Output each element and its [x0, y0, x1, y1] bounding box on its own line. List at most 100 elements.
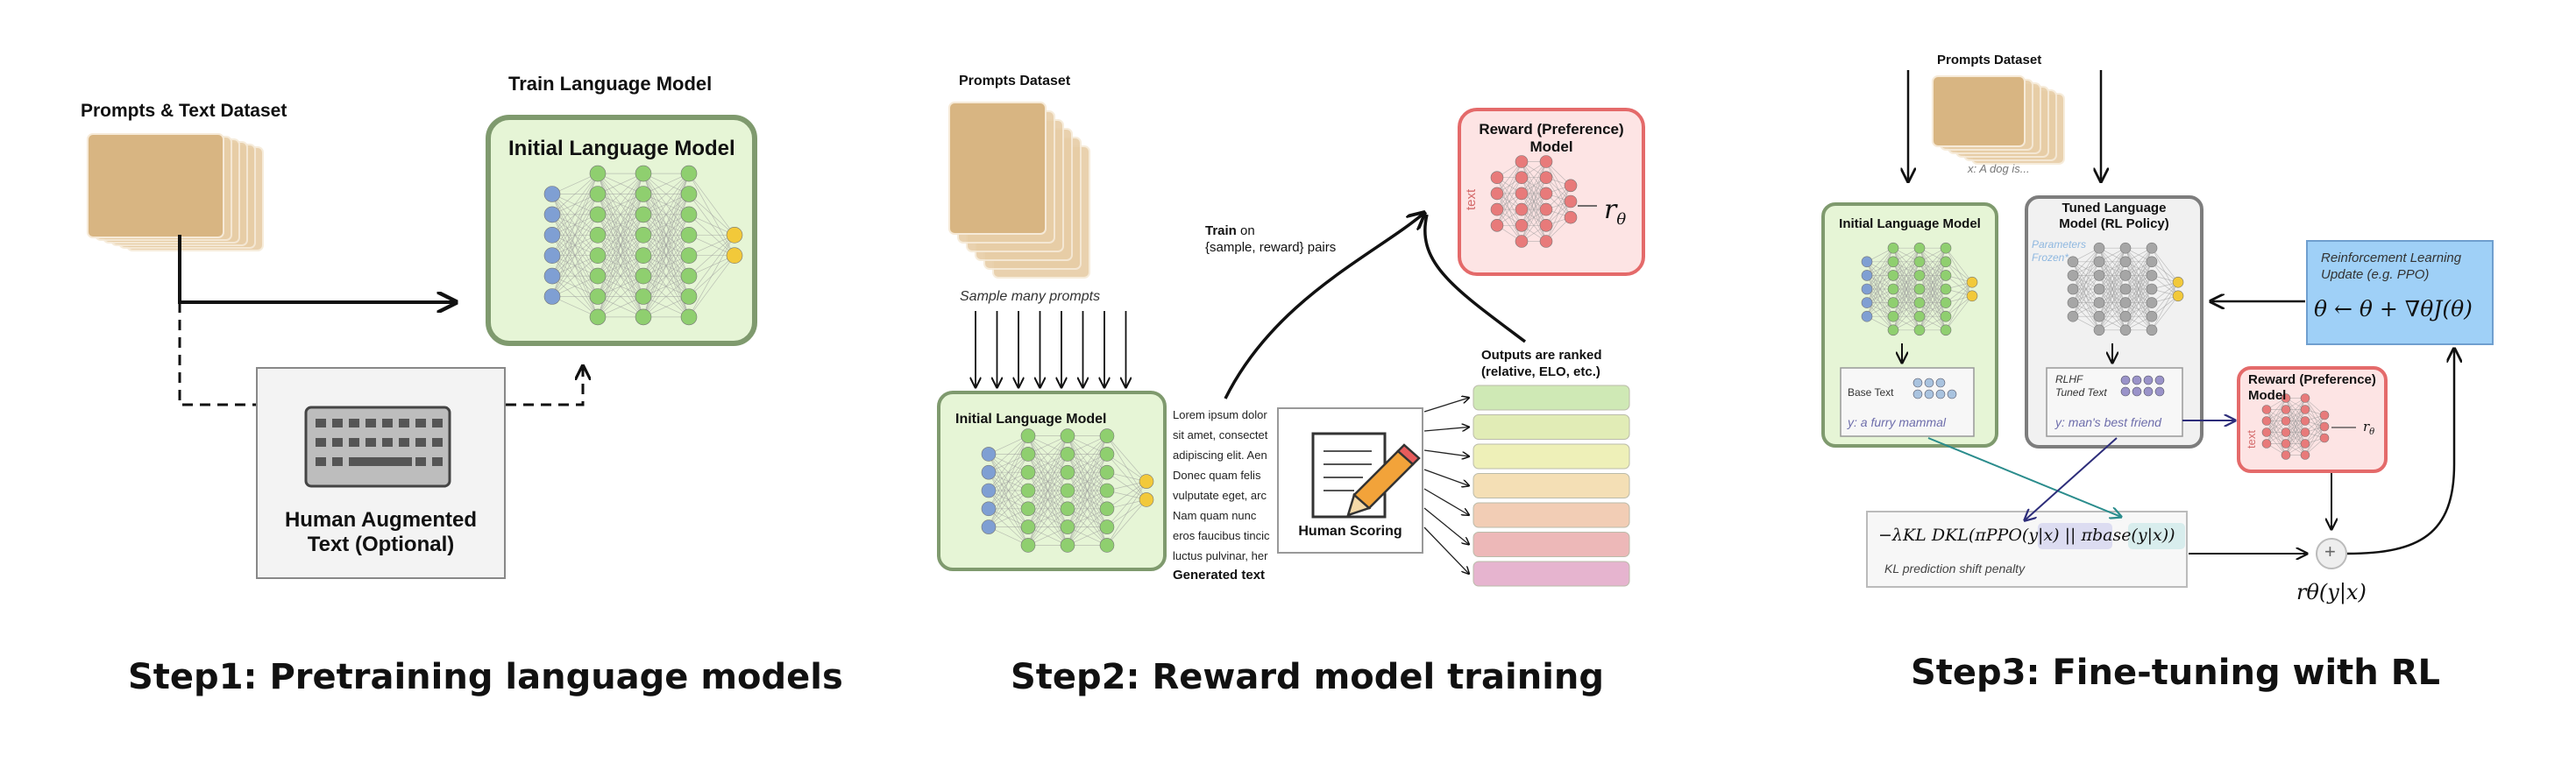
- key: [349, 419, 359, 427]
- net-edge: [1866, 247, 1894, 276]
- step2-ranked-label-1: Outputs are ranked: [1481, 348, 1602, 363]
- net-node: [635, 226, 652, 244]
- net-edge: [2285, 420, 2306, 456]
- kl-ppo-highlight: [2038, 523, 2112, 549]
- net-edge: [2266, 398, 2287, 421]
- step2-r-theta: rθ: [1604, 194, 1626, 229]
- net-node: [2067, 270, 2079, 281]
- net-node: [589, 267, 607, 285]
- key: [415, 457, 426, 466]
- net-node: [1887, 270, 1899, 281]
- net-node: [1861, 283, 1873, 295]
- net-node: [1099, 501, 1115, 517]
- net-edge: [1866, 248, 1894, 290]
- net-node: [1940, 283, 1952, 295]
- net-edge: [642, 173, 690, 194]
- net-node: [2319, 421, 2330, 432]
- token-dot: [2143, 386, 2154, 397]
- net-node: [635, 165, 652, 182]
- net-edge: [551, 194, 599, 297]
- net-edge: [2266, 409, 2287, 444]
- net-edge: [1027, 472, 1068, 546]
- step3-kl-penalty: KL prediction shift penalty: [1884, 562, 2026, 576]
- ranked-output: [1473, 473, 1630, 498]
- step3-text-axis: text: [2245, 430, 2258, 449]
- net-edge: [1027, 508, 1068, 546]
- net-edge: [688, 194, 735, 236]
- net-edge: [551, 214, 599, 297]
- key: [332, 419, 343, 427]
- net-edge: [1027, 435, 1068, 509]
- net-edge: [688, 214, 735, 236]
- net-node: [2119, 310, 2132, 322]
- net-node: [1060, 447, 1075, 462]
- net-node: [1887, 310, 1899, 322]
- net-node: [2300, 450, 2310, 460]
- net-edge: [1106, 454, 1147, 482]
- step3-r-theta: rθ: [2363, 419, 2374, 437]
- step3-rl-update-label-2: Update (e.g. PPO): [2321, 267, 2430, 282]
- net-node: [981, 464, 997, 480]
- dataset-card: [87, 133, 224, 238]
- net-edge: [1027, 435, 1068, 473]
- net-node: [2261, 439, 2272, 449]
- net-edge: [1892, 247, 1920, 276]
- net-node: [1139, 492, 1154, 507]
- net-edge: [2072, 248, 2100, 303]
- net-node: [1913, 283, 1926, 295]
- net-node: [1539, 187, 1553, 201]
- key: [332, 457, 343, 466]
- net-edge: [2285, 398, 2306, 421]
- net-edge: [2151, 261, 2179, 283]
- ranked-output: [1473, 385, 1630, 411]
- ranked-output: [1473, 561, 1630, 587]
- net-node: [2119, 256, 2132, 268]
- net-edge: [642, 235, 690, 318]
- net-node: [2093, 270, 2105, 281]
- net-node: [1020, 483, 1036, 498]
- net-edge: [1067, 490, 1108, 546]
- net-node: [1913, 324, 1926, 336]
- net-node: [1099, 464, 1115, 480]
- key: [432, 419, 443, 427]
- net-edge: [1521, 161, 1547, 194]
- key: [316, 457, 326, 466]
- step3-rl-update-box: [2306, 240, 2494, 345]
- net-node: [1861, 256, 1873, 268]
- step1-train-label: Train Language Model: [508, 73, 713, 95]
- net-edge: [551, 173, 599, 256]
- net-node: [543, 288, 561, 305]
- step3-base-text-label: Base Text: [1848, 386, 1894, 399]
- net-node: [2093, 242, 2105, 254]
- net-node: [589, 186, 607, 202]
- net-edge: [642, 173, 690, 277]
- net-node: [1515, 218, 1529, 232]
- net-edge: [2151, 281, 2179, 303]
- net-node: [1020, 464, 1036, 480]
- fan-arrow: [1423, 449, 1469, 456]
- keyboard-icon: [304, 406, 451, 488]
- net-edge: [1067, 435, 1108, 473]
- net-node: [589, 308, 607, 326]
- net-edge: [2125, 248, 2153, 290]
- net-node: [1060, 538, 1075, 553]
- net-node: [1940, 297, 1952, 308]
- net-node: [2300, 427, 2310, 437]
- net-node: [1490, 171, 1504, 184]
- token-dot: [1935, 389, 1946, 399]
- net-edge: [2266, 398, 2287, 433]
- net-node: [680, 165, 698, 182]
- net-edge: [988, 454, 1029, 527]
- step3-caption: Step3: Fine-tuning with RL: [1911, 653, 2440, 693]
- key: [432, 457, 443, 466]
- net-node: [543, 267, 561, 285]
- net-node: [1099, 428, 1115, 443]
- pencil-paper-icon: [1311, 432, 1421, 519]
- net-edge: [1067, 435, 1108, 509]
- step2-train-arrow: [1224, 213, 1424, 399]
- net-node: [1060, 464, 1075, 480]
- net-edge: [1027, 490, 1068, 546]
- net-node: [1940, 324, 1952, 336]
- net-node: [2261, 416, 2272, 426]
- net-node: [1515, 171, 1529, 184]
